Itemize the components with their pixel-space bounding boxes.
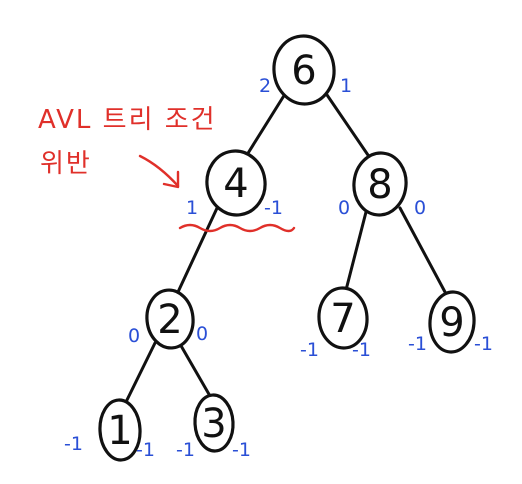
balance-right-3: -1 [232, 439, 251, 461]
tree-node-3: 3 [193, 393, 235, 453]
tree-edges [124, 90, 447, 404]
tree-node-6: 6 [272, 34, 336, 106]
arrow-icon [138, 154, 180, 188]
avl-violation-annotation: AVL 트리 조건 위반 [38, 105, 296, 233]
arrow-head [162, 170, 180, 189]
tree-node-2: 2 [145, 288, 195, 350]
tree-node-7: 7 [317, 286, 369, 350]
balance-right-4: -1 [264, 197, 283, 219]
balance-left-2: 0 [128, 325, 140, 347]
balance-left-7: -1 [300, 339, 319, 361]
balance-right-6: 1 [340, 75, 352, 97]
balance-left-8: 0 [338, 197, 350, 219]
edge-8-7 [344, 210, 368, 292]
edge-6-4 [243, 92, 287, 160]
balance-right-9: -1 [474, 333, 493, 355]
node-label: 3 [201, 401, 226, 447]
edge-4-2 [176, 204, 220, 294]
tree-node-9: 9 [428, 290, 476, 354]
edge-2-1 [124, 341, 157, 404]
node-label: 1 [107, 408, 132, 454]
tree-node-8: 8 [352, 151, 408, 217]
wavy-underline [178, 223, 296, 233]
node-label: 6 [291, 48, 316, 94]
tree-node-4: 4 [205, 149, 267, 217]
node-label: 4 [223, 161, 248, 207]
node-label: 7 [330, 296, 355, 342]
node-label: 9 [439, 300, 464, 346]
balance-right-2: 0 [196, 323, 208, 345]
balance-left-1: -1 [64, 433, 83, 455]
tree-node-1: 1 [98, 398, 142, 462]
balance-right-1: -1 [136, 439, 155, 461]
edge-2-3 [178, 342, 212, 398]
annotation-line1: AVL 트리 조건 [38, 105, 217, 135]
balance-left-6: 2 [259, 75, 271, 97]
balance-left-3: -1 [176, 439, 195, 461]
annotation-line2: 위반 [40, 149, 92, 179]
balance-right-7: -1 [352, 339, 371, 361]
balance-right-8: 0 [414, 197, 426, 219]
node-label: 2 [157, 297, 182, 343]
balance-left-9: -1 [408, 333, 427, 355]
edge-8-9 [398, 206, 447, 294]
edge-6-8 [323, 90, 372, 160]
balance-factors: 2 1 1 -1 0 0 0 0 -1 -1 -1 -1 -1 -1 -1 -1 [64, 75, 493, 461]
node-label: 8 [367, 162, 392, 208]
balance-left-4: 1 [186, 197, 198, 219]
